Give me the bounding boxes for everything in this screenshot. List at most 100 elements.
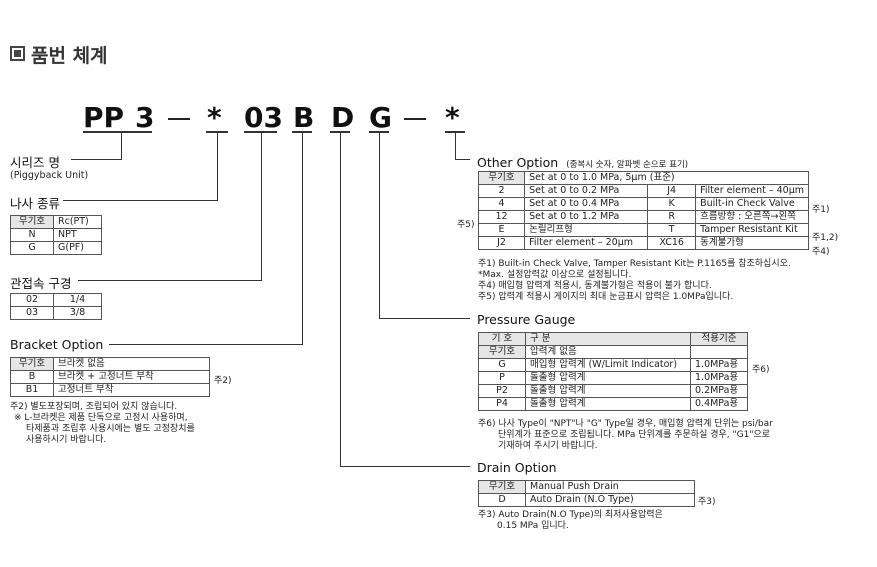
table-cell: 0.4MPa용 [690,397,748,411]
table-cell: Set at 0 to 1.2 MPa [524,210,649,224]
bracket-side-note: 주2) [214,376,232,386]
connector-line [78,280,262,281]
code-underline [244,131,277,133]
bracket-note: 주2) 별도포장되며, 조립되어 있지 않습니다. [10,402,178,412]
connector-line [109,344,303,345]
table-cell: B [10,370,54,384]
table-cell: 무기호 [10,215,54,229]
connector-line [63,200,218,201]
table-cell: 1/4 [53,293,102,307]
code-underline [330,131,350,133]
connector-line [455,133,456,160]
table-cell: 무기호 [478,345,526,359]
other-side-note: 주1) [812,205,830,215]
table-cell: Manual Push Drain [525,480,695,494]
table-cell [690,345,748,359]
connector-line [261,133,262,281]
other-note: *Max. 설정압력값 이상으로 설정됩니다. [478,270,632,280]
table-cell: K [647,197,697,211]
other-heading: Other Option (중복시 숫자, 알파벳 순으로 표기) [477,152,688,171]
table-cell: 4 [477,197,526,211]
table-cell: 브라켓 + 고정너트 부착 [53,370,210,384]
table-cell: 고정너트 부착 [53,383,210,397]
other-side-note: 주1,2) [812,233,839,243]
code-pp: PP [83,101,125,134]
table-cell: Set at 0 to 0.4 MPa [524,197,649,211]
code-dash [168,118,190,120]
other-left-note: 주5) [457,220,475,230]
connector-line [340,466,470,467]
drain-label: Drain Option [477,460,557,475]
table-cell: 03 [10,306,54,320]
table-cell: P4 [478,397,526,411]
table-cell: 02 [10,293,54,307]
drain-note: 주3) Auto Drain(N.O Type)의 최저사용압력은 [478,510,663,520]
gauge-note: 주6) 나사 Type이 "NPT"나 "G" Type일 경우, 매입형 압력… [478,419,773,429]
table-cell: P [478,371,526,385]
connector-line [217,133,218,201]
table-cell: P2 [478,384,526,398]
table-cell: Rc(PT) [53,215,102,229]
series-label: 시리즈 명 [10,155,60,170]
other-label: Other Option [477,155,559,170]
code-underline [206,131,228,133]
code-star: * [445,101,460,134]
table-cell: Filter element – 20μm [524,236,649,250]
page-title: 품번 체계 [10,41,108,68]
code-3: 3 [135,101,155,134]
table-cell: 돌출형 압력계 [525,384,691,398]
connector-line [379,133,380,319]
other-label-sub: (중복시 숫자, 알파벳 순으로 표기) [566,160,689,170]
code-03: 03 [244,101,283,134]
table-cell: Auto Drain (N.O Type) [525,493,695,507]
table-cell: G [478,358,526,372]
bracket-label: Bracket Option [10,337,104,352]
series-sub: (Piggyback Unit) [10,170,89,181]
table-cell: 돌출형 압력계 [525,371,691,385]
table-cell: 2 [477,184,526,198]
gauge-note: 기재하여 주시기 바랍니다. [498,441,598,451]
connector-line [121,133,122,160]
table-cell: 돌출형 압력계 [525,397,691,411]
table-cell: Set at 0 to 1.0 MPa, 5μm (표준) [524,171,809,185]
connector-line [379,318,470,319]
gauge-note: 단위계가 표준으로 조립됩니다. MPa 단위계를 주문하실 경우, "G1"으… [498,430,771,440]
table-cell: NPT [53,228,102,242]
table-cell: Tamper Resistant Kit [695,223,809,237]
table-cell: 0.2MPa용 [690,384,748,398]
drain-side-note: 주3) [698,497,716,507]
code-star: * [207,101,222,134]
thread-label: 나사 종류 [10,196,60,211]
connector-line [340,133,341,467]
table-cell: 압력계 없음 [525,345,691,359]
code-g: G [369,101,392,134]
table-cell: G(PF) [53,241,102,255]
code-d: D [331,101,355,134]
bracket-note: 타제품과 조립후 사용시에는 별도 고정장치를 [26,424,195,434]
connector-line [455,159,470,160]
table-cell: 동계불가형 [695,236,809,250]
table-cell: J2 [477,236,526,250]
table-cell: J4 [647,184,697,198]
table-cell: G [10,241,54,255]
code-underline [292,131,312,133]
table-cell: 흐름방향 : 오른쪽→왼쪽 [695,210,809,224]
other-note: 주4) 매입형 압력계 적용시, 동계불가형은 적용이 불가 합니다. [478,281,712,291]
